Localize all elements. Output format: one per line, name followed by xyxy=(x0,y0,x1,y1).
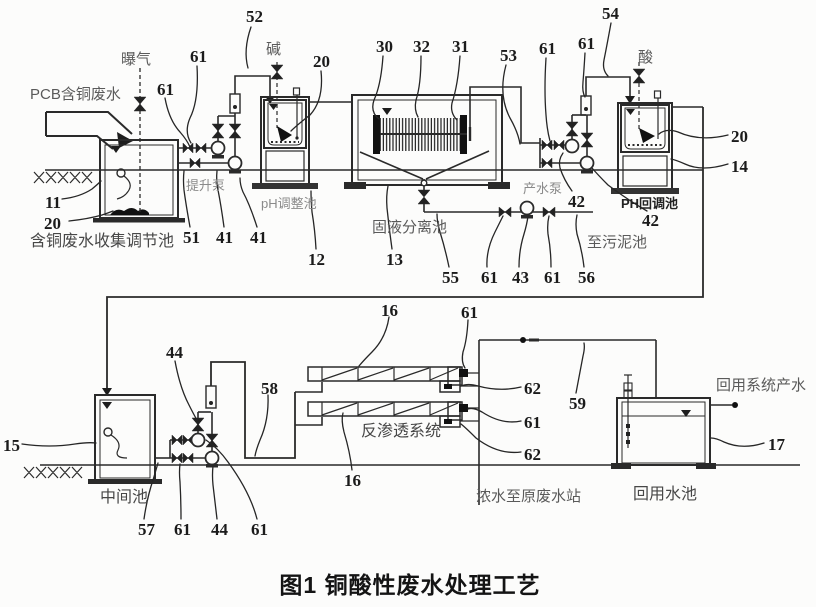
ref-61-3: 61 xyxy=(539,39,556,58)
figure-caption: 图1 铜酸性废水处理工艺 xyxy=(279,572,541,598)
ref-31: 31 xyxy=(452,37,469,56)
ref-13: 13 xyxy=(386,250,403,269)
sludge-line xyxy=(424,200,593,219)
ref-61-6: 61 xyxy=(544,268,561,287)
separation-tank-drawing xyxy=(344,86,540,212)
ref-61-10: 61 xyxy=(251,520,268,539)
to-sludge-label: 至污泥池 xyxy=(587,234,648,251)
ref-41-1: 41 xyxy=(216,228,233,247)
product-pump-group xyxy=(539,76,635,174)
ref-41-2: 41 xyxy=(250,228,267,247)
lift-pump-label: 提升泵 xyxy=(186,178,226,193)
ref-61-9: 61 xyxy=(174,520,191,539)
ph-adjust-tank-drawing xyxy=(252,62,352,189)
collection-tank-drawing xyxy=(93,139,185,223)
concentrate-label: 浓水至原废水站 xyxy=(476,488,582,505)
aeration-line xyxy=(133,68,147,212)
ref-53: 53 xyxy=(500,46,517,65)
permeate-concentrate-lines xyxy=(460,337,657,505)
ro-system-label: 反渗透系统 xyxy=(361,423,442,440)
alkali-label: 碱 xyxy=(266,41,282,58)
separation-tank-label: 固液分离池 xyxy=(372,219,448,236)
transfer-pipe xyxy=(102,107,704,396)
ref-12: 12 xyxy=(308,250,325,269)
reuse-tank-label: 回用水池 xyxy=(633,486,698,503)
ref-55: 55 xyxy=(442,268,459,287)
ref-30: 30 xyxy=(376,37,393,56)
reuse-product-label: 回用系统产水 xyxy=(716,377,807,394)
ref-16-2: 16 xyxy=(344,471,361,490)
ph-readjust-tank-label: PH回调池 xyxy=(621,196,679,211)
pcb-inlet-label: PCB含铜废水 xyxy=(30,86,121,103)
collection-tank-label: 含铜废水收集调节池 xyxy=(30,233,175,250)
ref-42-1: 42 xyxy=(568,192,585,211)
ref-61-2: 61 xyxy=(157,80,174,99)
ref-57: 57 xyxy=(138,520,155,539)
middle-tank-drawing xyxy=(88,394,170,484)
ref-17: 17 xyxy=(768,435,785,454)
ref-52: 52 xyxy=(246,7,263,26)
ref-43: 43 xyxy=(512,268,529,287)
ref-59: 59 xyxy=(569,394,586,413)
ref-58: 58 xyxy=(261,379,278,398)
ref-62-1: 62 xyxy=(524,379,541,398)
ref-56: 56 xyxy=(578,268,595,287)
ph-readjust-tank-drawing xyxy=(611,62,703,194)
ref-54: 54 xyxy=(602,4,619,23)
ref-44-1: 44 xyxy=(166,343,183,362)
ref-61-4: 61 xyxy=(578,34,595,53)
ro-modules-drawing xyxy=(307,366,468,428)
ref-51: 51 xyxy=(183,228,200,247)
ref-20-1: 20 xyxy=(313,52,330,71)
ro-feed-pump-group xyxy=(169,361,323,468)
ref-61-5: 61 xyxy=(481,268,498,287)
ph-adjust-tank-label: pH调整池 xyxy=(261,196,317,211)
ref-11: 11 xyxy=(45,193,62,212)
ref-14: 14 xyxy=(731,157,748,176)
ref-20-3: 20 xyxy=(731,127,748,146)
ref-42-2: 42 xyxy=(642,211,659,230)
product-pump-label: 产水泵 xyxy=(523,181,563,196)
acid-label: 酸 xyxy=(638,49,654,66)
aeration-label: 曝气 xyxy=(121,51,152,68)
ref-32: 32 xyxy=(413,37,430,56)
ref-62-2: 62 xyxy=(524,445,541,464)
ref-61-7: 61 xyxy=(461,303,478,322)
ref-44-2: 44 xyxy=(211,520,228,539)
pcb-inlet-channel xyxy=(45,111,133,150)
lift-pump-group xyxy=(178,75,275,174)
ref-61-8: 61 xyxy=(524,413,541,432)
reuse-tank-drawing xyxy=(611,374,738,469)
leader-lines xyxy=(21,22,765,520)
ref-20-2: 20 xyxy=(44,214,61,233)
ref-15: 15 xyxy=(3,436,20,455)
ref-61-1: 61 xyxy=(190,47,207,66)
ref-16-1: 16 xyxy=(381,301,398,320)
middle-tank-label: 中间池 xyxy=(100,489,149,506)
